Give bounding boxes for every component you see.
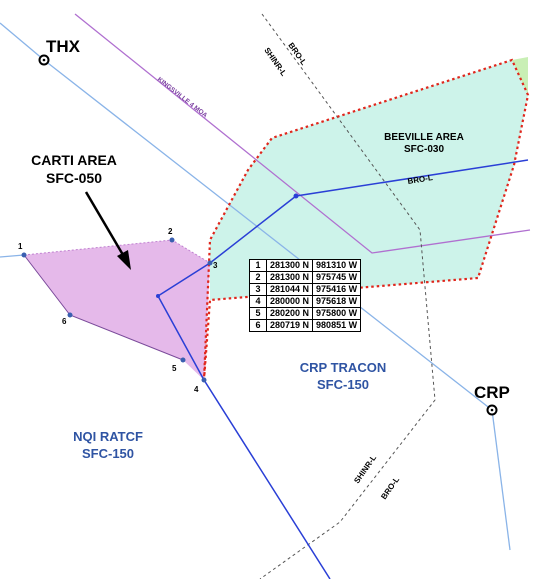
point-6-marker[interactable]: [67, 312, 73, 318]
bro-l-turn-point: [293, 193, 299, 199]
route-points: [21, 193, 299, 383]
thx-crp-line: [43, 59, 493, 411]
coordinate-number: 2: [249, 271, 267, 284]
coordinate-lon: 975618 W: [312, 295, 362, 308]
shinr-l-label-bottom: SHINR-L: [352, 453, 378, 485]
point-2-label: 2: [168, 227, 173, 236]
nqi-ratcf-altitude: SFC-150: [82, 446, 134, 461]
coordinate-number: 6: [249, 319, 267, 332]
west-edge-line: [0, 254, 25, 258]
bro-l-route: [157, 159, 529, 579]
point-3-marker[interactable]: [207, 260, 213, 266]
point-4-label: 4: [194, 385, 199, 394]
crp-label: CRP: [474, 383, 510, 402]
coordinate-number: 3: [249, 283, 267, 296]
carti-arrow-icon: [84, 191, 131, 270]
kingsville-moa-label: KINGSVILLE 4 MOA: [156, 76, 209, 120]
point-5-label: 5: [172, 364, 177, 373]
beeville-area-name: BEEVILLE AREA: [384, 132, 464, 143]
bro-l-label-east: BRO-L: [407, 173, 434, 186]
coordinate-number: 5: [249, 307, 267, 320]
coordinate-number: 4: [249, 295, 267, 308]
carti-area-shape: [24, 240, 210, 380]
coordinate-lon: 980851 W: [312, 319, 362, 332]
crp-tracon-altitude: SFC-150: [317, 377, 369, 392]
coordinate-lat: 281300 N: [265, 259, 314, 272]
thx-west-line: [0, 22, 45, 61]
coordinate-lat: 281300 N: [265, 271, 314, 284]
coordinate-lat: 281044 N: [265, 283, 314, 296]
kingsville-moa-line: [74, 13, 531, 254]
bro-l-west-point: [156, 294, 160, 298]
coordinate-lat: 280719 N: [265, 319, 314, 332]
beeville-area-altitude: SFC-030: [404, 144, 444, 155]
coordinate-lat: 280000 N: [265, 295, 314, 308]
point-2-marker[interactable]: [169, 237, 175, 243]
point-5-marker[interactable]: [180, 357, 186, 363]
shinr-l-label-top: SHINR-L: [262, 46, 288, 78]
point-1-label: 1: [18, 242, 23, 251]
thx-label: THX: [46, 37, 81, 56]
coordinate-lon: 975800 W: [312, 307, 362, 320]
coordinate-lon: 981310 W: [312, 259, 362, 272]
beeville-area-shape: [210, 60, 528, 300]
crp-airport-icon[interactable]: [486, 404, 498, 416]
crp-south-line: [491, 409, 511, 551]
carti-area-altitude: SFC-050: [46, 170, 102, 186]
crp-tracon-name: CRP TRACON: [300, 360, 386, 375]
point-4-marker[interactable]: [201, 377, 207, 383]
bro-l-label-bottom: BRO-L: [379, 475, 401, 501]
coordinate-lon: 975745 W: [312, 271, 362, 284]
point-3-label: 3: [213, 261, 218, 270]
bro-shinr-route: [259, 13, 436, 579]
coordinate-lon: 975416 W: [312, 283, 362, 296]
carti-area-name: CARTI AREA: [31, 152, 117, 168]
point-1-marker[interactable]: [21, 252, 27, 258]
coordinate-number: 1: [249, 259, 267, 272]
nqi-ratcf-name: NQI RATCF: [73, 429, 143, 444]
thx-airport-icon[interactable]: [38, 54, 50, 66]
point-6-label: 6: [62, 317, 67, 326]
coordinate-lat: 280200 N: [265, 307, 314, 320]
green-corner-shape: [512, 57, 528, 95]
